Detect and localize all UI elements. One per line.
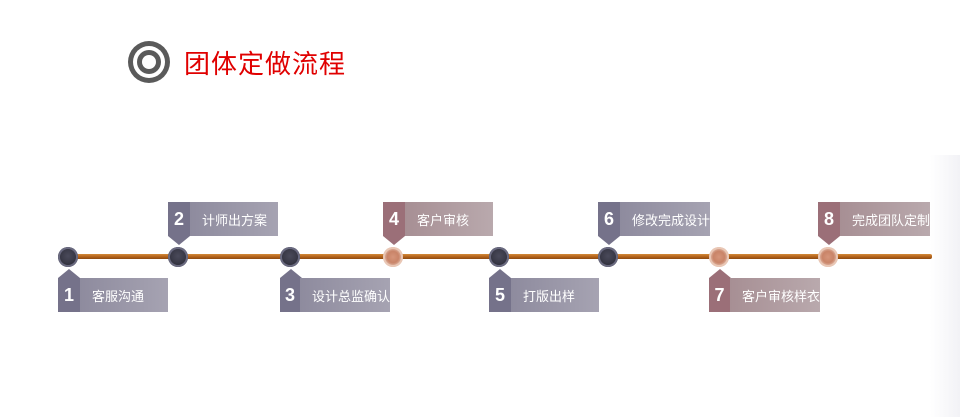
- step-1-number: 1: [58, 269, 80, 312]
- step-3-tag: 3 设计总监确认: [280, 269, 390, 312]
- step-3-label: 设计总监确认: [299, 278, 390, 312]
- step-1-tag: 1 客服沟通: [58, 269, 168, 312]
- step-6-tag: 6 修改完成设计: [598, 202, 710, 245]
- step-8-tag: 8 完成团队定制: [818, 202, 930, 245]
- step-5-tag: 5 打版出样: [489, 269, 599, 312]
- step-7-number: 7: [709, 269, 731, 312]
- section-header: 团体定做流程: [126, 38, 346, 86]
- step-6-number: 6: [598, 202, 620, 245]
- step-4-number: 4: [383, 202, 405, 245]
- page-title: 团体定做流程: [184, 49, 347, 80]
- step-5-number: 5: [489, 269, 511, 312]
- timeline-node-6: [598, 247, 618, 267]
- step-8-label: 完成团队定制: [839, 202, 930, 236]
- step-2-number: 2: [168, 202, 190, 245]
- timeline-node-7: [709, 247, 729, 267]
- timeline-node-2: [168, 247, 188, 267]
- step-5-label: 打版出样: [511, 278, 599, 312]
- timeline-node-8: [818, 247, 838, 267]
- timeline-node-4: [383, 247, 403, 267]
- timeline-node-5: [489, 247, 509, 267]
- step-7-tag: 7 客户审核样衣: [709, 269, 820, 312]
- target-circle-icon: [128, 41, 170, 83]
- step-4-label: 客户审核: [405, 202, 493, 236]
- step-2-label: 计师出方案: [190, 202, 278, 236]
- step-2-tag: 2 计师出方案: [168, 202, 278, 245]
- step-4-tag: 4 客户审核: [383, 202, 493, 245]
- timeline-node-1: [58, 247, 78, 267]
- step-8-number: 8: [818, 202, 840, 245]
- timeline-node-3: [280, 247, 300, 267]
- step-3-number: 3: [280, 269, 302, 312]
- step-7-label: 客户审核样衣: [729, 278, 820, 312]
- right-edge-shade: [930, 155, 960, 417]
- step-1-label: 客服沟通: [80, 278, 168, 312]
- step-6-label: 修改完成设计: [619, 202, 710, 236]
